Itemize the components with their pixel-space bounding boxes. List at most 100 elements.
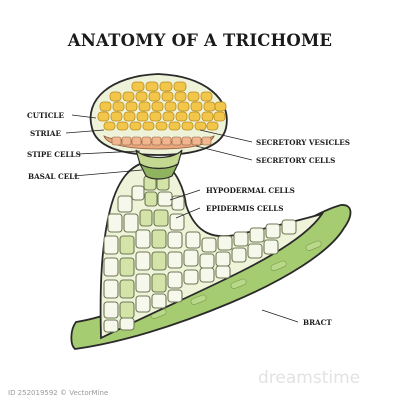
epidermis-cell	[107, 213, 123, 233]
label-secretory-cells: SECRETORY CELLS	[195, 145, 335, 165]
vesicle	[131, 81, 145, 92]
label-hypodermal-cells-text: HYPODERMAL CELLS	[206, 186, 295, 195]
vesicle	[103, 121, 116, 131]
vesicle	[136, 111, 149, 122]
label-cuticle-text: CUTICLE	[27, 111, 64, 120]
vesicle	[148, 91, 161, 102]
vesicle	[194, 121, 207, 131]
vesicle	[99, 101, 112, 112]
vesicle	[161, 91, 174, 102]
epidermis-cell	[103, 279, 119, 299]
epidermis-cell	[249, 227, 265, 243]
watermark-id: ID 252019592 © VectorMine	[8, 389, 108, 397]
epidermis-cell	[153, 209, 169, 227]
epidermis-cell	[131, 185, 145, 201]
label-bract: BRACT	[261, 309, 332, 327]
watermark-brand: dreamstime	[258, 368, 360, 388]
vesicle	[142, 121, 155, 131]
vesicle	[188, 111, 201, 122]
vesicle	[174, 91, 187, 102]
epidermis-cell	[233, 231, 249, 247]
epidermis-cell	[217, 235, 233, 251]
vesicle	[164, 101, 177, 112]
epidermis-cell	[183, 269, 199, 285]
vesicle	[203, 101, 216, 112]
epidermis-cell	[185, 231, 201, 249]
label-striae: STRIAE	[30, 129, 105, 138]
vesicle	[168, 121, 181, 131]
label-hypodermal-cells: HYPODERMAL CELLS	[169, 186, 295, 201]
vesicle	[149, 111, 162, 122]
vesicle	[173, 81, 187, 92]
vesicle	[122, 91, 135, 102]
diagram-title: ANATOMY OF A TRICHOME	[67, 31, 332, 50]
vesicle	[201, 111, 214, 122]
vesicle	[97, 111, 110, 122]
label-epidermis-cells-text: EPIDERMIS CELLS	[206, 204, 283, 213]
secretory-cell	[131, 136, 142, 146]
epidermis-cell	[151, 229, 167, 249]
label-basal-cell-text: BASAL CELL	[28, 172, 79, 181]
secretory-cell	[181, 136, 192, 146]
epidermis-cell-grid	[103, 175, 297, 333]
epidermis-cell	[215, 265, 231, 279]
vesicle	[145, 81, 159, 92]
epidermis-cell	[265, 223, 281, 239]
glandular-head	[89, 73, 228, 180]
epidermis-cell	[167, 251, 183, 269]
epidermis-cell	[215, 251, 231, 267]
vesicle	[206, 121, 219, 131]
vesicle	[190, 101, 203, 112]
epidermis-cell	[135, 229, 151, 249]
secretory-cell	[111, 136, 122, 146]
epidermis-cell	[119, 279, 135, 299]
vesicle	[181, 121, 194, 131]
vesicle	[135, 91, 148, 102]
epidermis-cell	[135, 295, 151, 313]
epidermis-cell	[103, 235, 119, 255]
bract-cell	[270, 260, 287, 271]
label-cuticle: CUTICLE	[27, 111, 97, 120]
label-stipe-cells: STIPE CELLS	[27, 150, 141, 159]
secretory-cell	[171, 136, 182, 146]
epidermis-cell	[231, 247, 247, 263]
epidermis-cell	[117, 195, 133, 213]
epidermis-cell	[135, 251, 151, 271]
secretory-cell	[151, 136, 162, 146]
epidermis-cell	[151, 293, 167, 309]
vesicle	[110, 111, 123, 122]
vesicle	[155, 121, 168, 131]
vesicle	[123, 111, 136, 122]
vesicle	[138, 101, 151, 112]
label-secretory-cells-text: SECRETORY CELLS	[256, 156, 335, 165]
vesicle	[112, 101, 125, 112]
bract-cell	[305, 240, 322, 251]
epidermis-cell	[167, 271, 183, 289]
label-stipe-cells-text: STIPE CELLS	[27, 150, 81, 159]
vesicle	[109, 91, 122, 102]
vesicle	[159, 81, 173, 92]
vesicle	[125, 101, 138, 112]
label-secretory-vesicles-text: SECRETORY VESICLES	[256, 138, 350, 147]
secretory-cell	[121, 136, 132, 146]
bract-cell	[230, 278, 247, 289]
label-bract-text: BRACT	[303, 318, 332, 327]
epidermis-cell	[167, 231, 183, 249]
label-secretory-vesicles: SECRETORY VESICLES	[199, 129, 350, 147]
epidermis-cell	[135, 273, 151, 293]
epidermis-cell	[199, 267, 215, 283]
epidermis-cell	[103, 257, 119, 277]
epidermis-cell	[157, 191, 173, 207]
secretory-cell	[141, 136, 152, 146]
epidermis-cell	[119, 301, 135, 319]
secretory-cells-row	[111, 136, 212, 146]
epidermis-cell	[167, 289, 183, 303]
epidermis-cell	[119, 317, 135, 331]
vesicle	[129, 121, 142, 131]
epidermis-cell	[123, 213, 139, 233]
vesicle	[200, 91, 213, 102]
vesicle	[162, 111, 175, 122]
epidermis-cell	[119, 235, 135, 255]
vesicle	[116, 121, 129, 131]
